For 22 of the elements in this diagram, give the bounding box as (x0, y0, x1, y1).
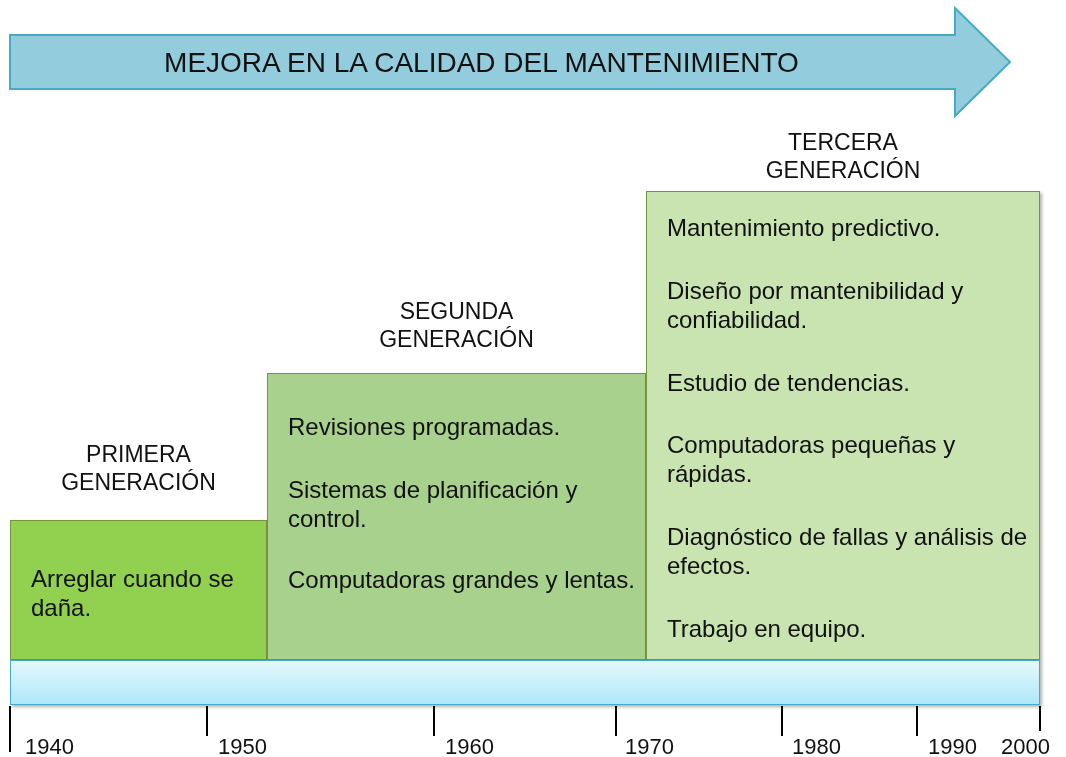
year-label: 1940 (25, 735, 74, 757)
box-item: Mantenimiento predictivo. (667, 213, 942, 242)
year-label: 1960 (445, 735, 494, 757)
timeline-bar (10, 660, 1040, 705)
year-label: 1990 (928, 735, 977, 757)
box-item: Sistemas de planificación y control. (288, 475, 579, 533)
box-item: Computadoras pequeñas y rápidas. (667, 430, 957, 488)
generation-heading: TERCERA GENERACIÓN (764, 128, 922, 184)
box-item: Diagnóstico de fallas y análisis de efectos. (667, 522, 1029, 580)
year-label: 1970 (625, 735, 674, 757)
box-item: Trabajo en equipo. (667, 614, 868, 643)
box-item: Revisiones programadas. (288, 412, 562, 441)
box-item: Computadoras grandes y lentas. (288, 565, 636, 594)
box-item: Diseño por mantenibilidad y confiabilidad. (667, 276, 965, 334)
banner-text: MEJORA EN LA CALIDAD DEL MANTENIMIENTO (163, 47, 800, 79)
generation-heading: PRIMERA GENERACIÓN (60, 440, 217, 496)
box-item: Estudio de tendencias. (667, 368, 911, 397)
year-label: 1980 (792, 735, 841, 757)
generation-heading: SEGUNDA GENERACIÓN (378, 297, 535, 353)
year-label: 2000 (1001, 735, 1050, 757)
box-item: Arreglar cuando se daña. (31, 564, 235, 622)
year-label: 1950 (218, 735, 267, 757)
